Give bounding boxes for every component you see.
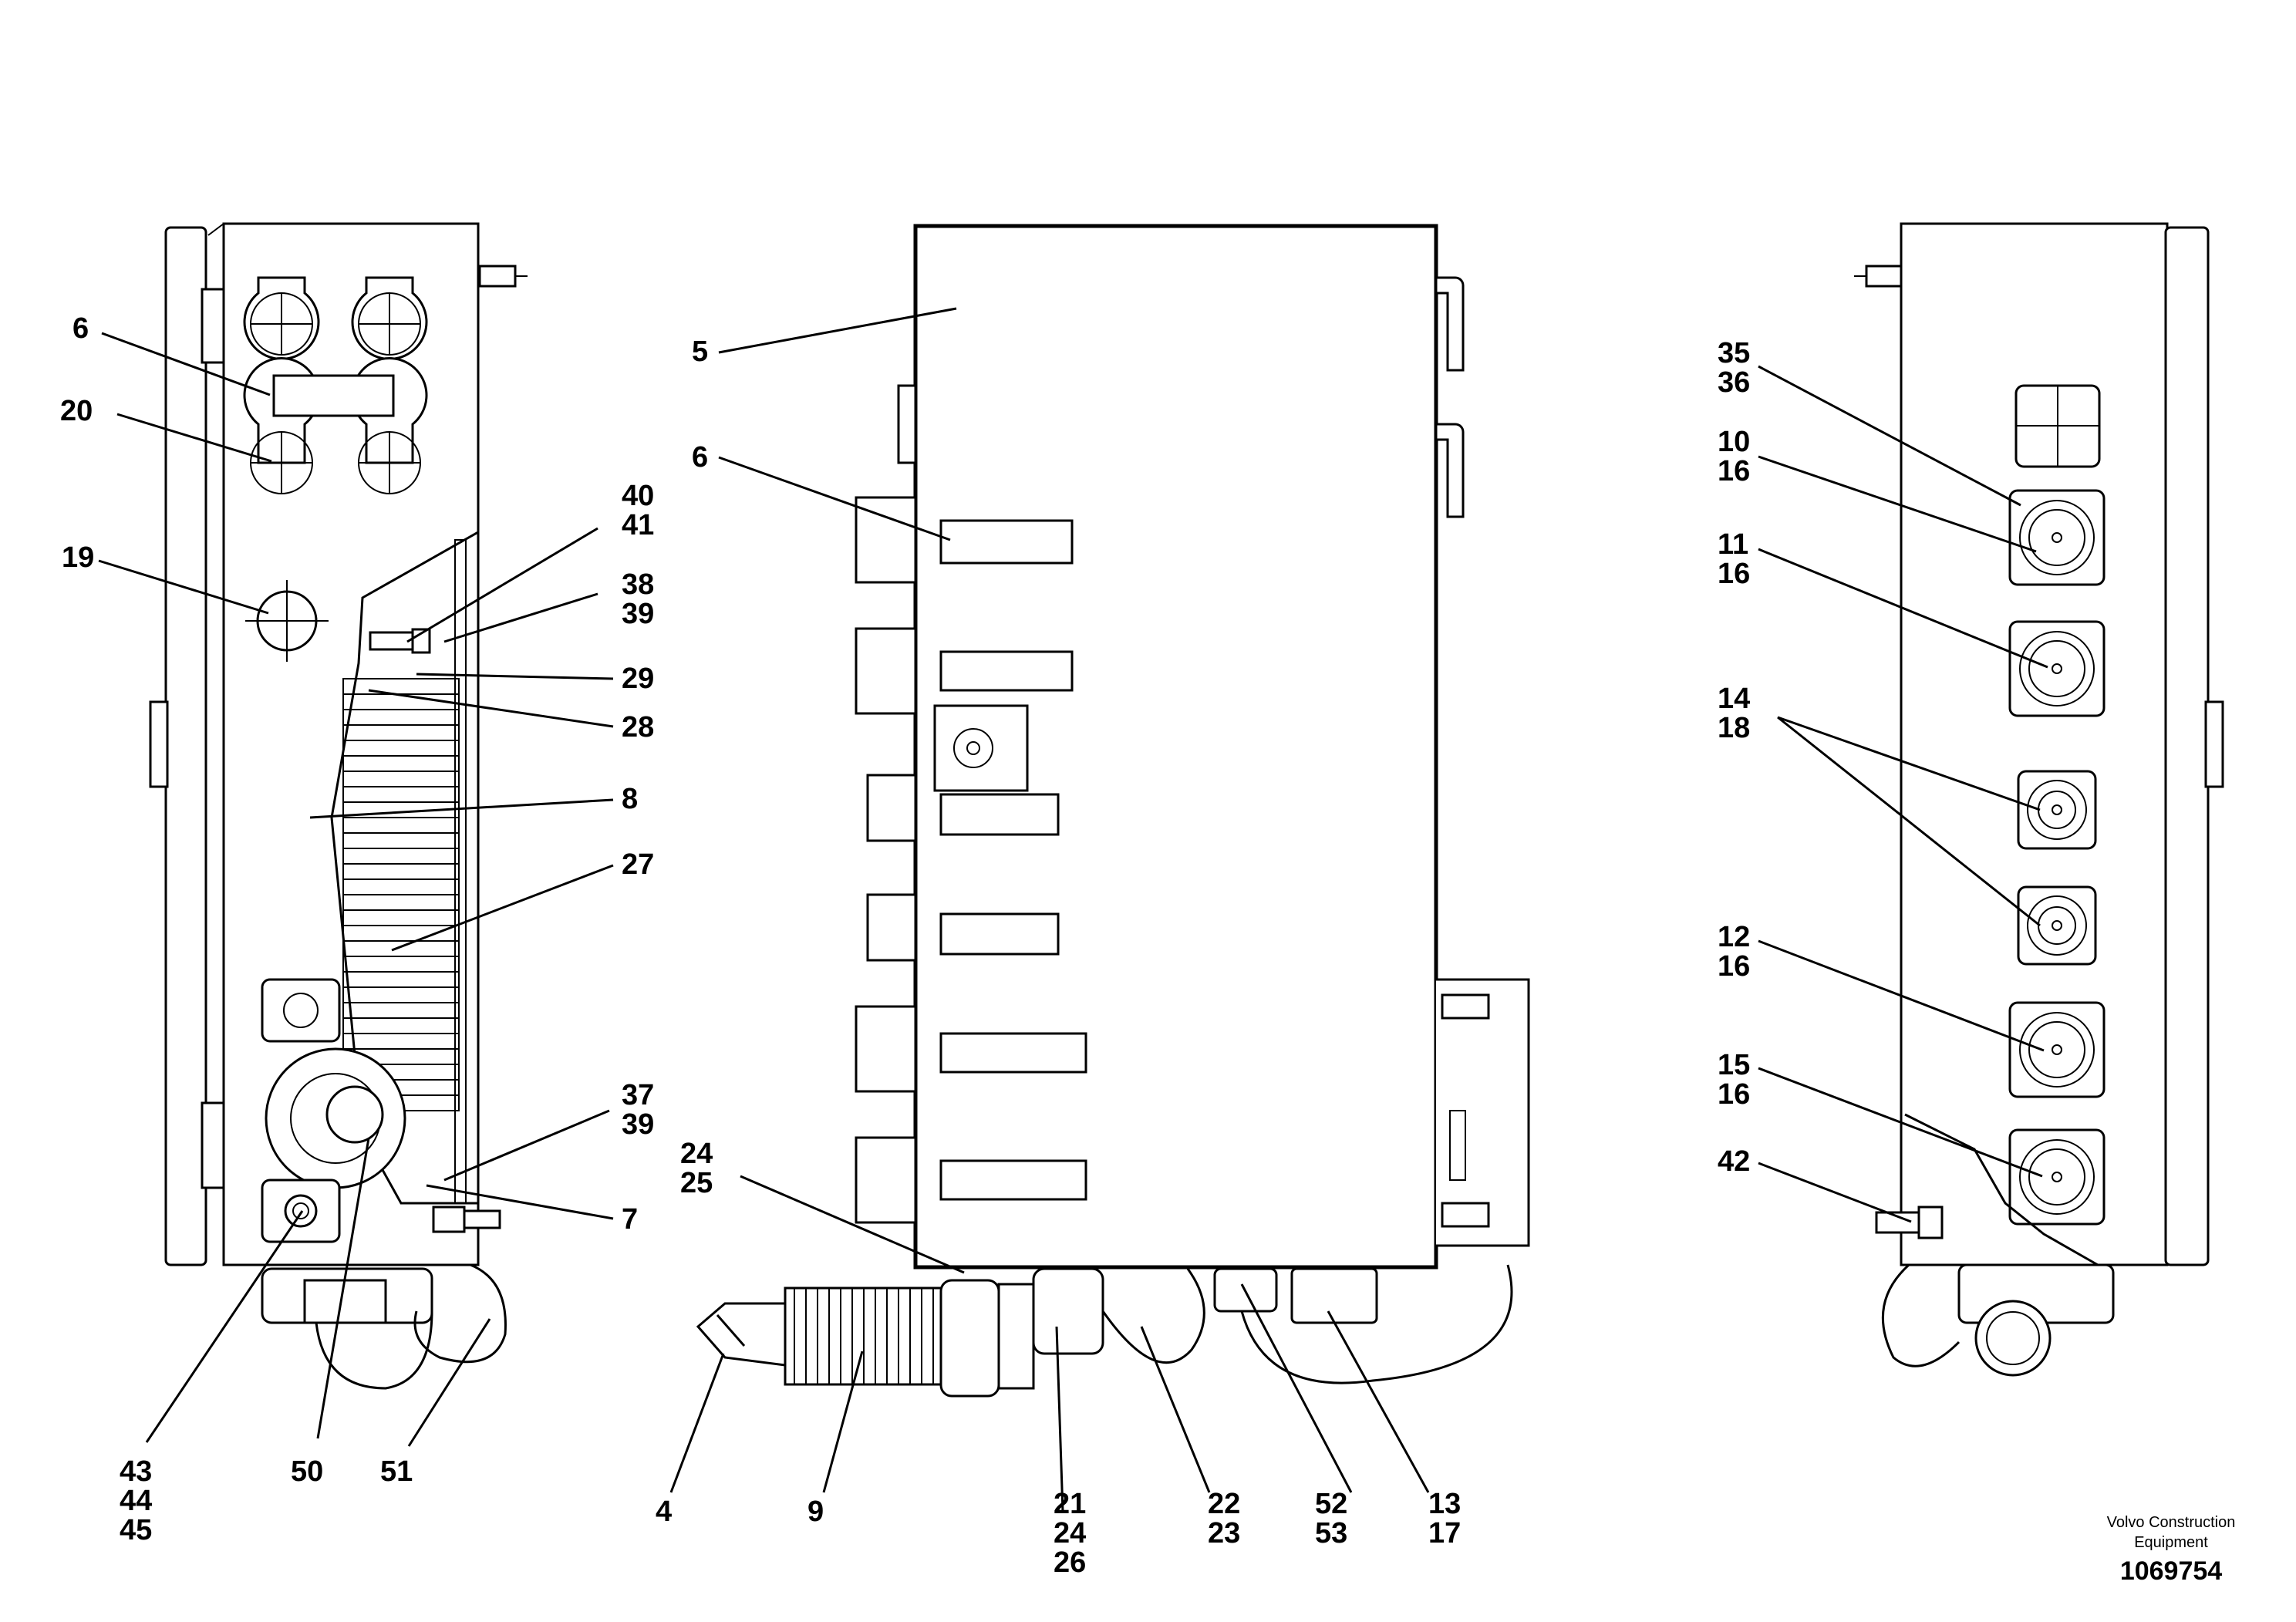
- callout-24: 24: [680, 1138, 713, 1170]
- leader-lines: [98, 307, 2048, 1512]
- callout-5: 5: [692, 336, 708, 368]
- connector-6: [2008, 1128, 2106, 1226]
- callout-40: 40: [622, 480, 654, 512]
- callout-6b: 6: [692, 441, 708, 474]
- callout-4: 4: [656, 1496, 672, 1528]
- callout-41: 41: [622, 509, 654, 541]
- callout-10: 10: [1718, 426, 1750, 458]
- callout-11: 11: [1718, 528, 1748, 561]
- callout-52: 52: [1315, 1488, 1347, 1520]
- callout-19: 19: [62, 541, 94, 574]
- left-side-view: [149, 222, 528, 1390]
- callout-28: 28: [622, 711, 654, 744]
- callout-6: 6: [72, 312, 89, 345]
- callout-44: 44: [120, 1485, 152, 1517]
- callout-37: 37: [622, 1079, 654, 1111]
- label-plate-2: [939, 650, 1074, 692]
- callout-36: 36: [1718, 366, 1750, 399]
- callout-8: 8: [622, 783, 638, 815]
- connector-5: [2008, 1001, 2106, 1098]
- callout-25: 25: [680, 1167, 713, 1199]
- document-number: 1069754: [2120, 1556, 2222, 1586]
- callout-24b: 24: [1054, 1517, 1086, 1549]
- callout-39b: 39: [622, 1108, 654, 1141]
- label-plate: [272, 374, 395, 417]
- callout-53: 53: [1315, 1517, 1347, 1549]
- callout-38: 38: [622, 568, 654, 601]
- credit-line-2: Equipment: [2134, 1534, 2208, 1551]
- callout-7: 7: [622, 1203, 638, 1236]
- credit-block: Volvo Construction Equipment 1069754: [2107, 1514, 2236, 1586]
- callout-27: 27: [622, 848, 654, 881]
- callout-16c: 16: [1718, 950, 1750, 983]
- callout-labels: 6 20 19 40 41 38 39 29 28 8 27 37 39 7 4…: [60, 312, 1750, 1579]
- credit-line-1: Volvo Construction: [2107, 1514, 2236, 1531]
- callout-22: 22: [1208, 1488, 1240, 1520]
- label-plate-1: [939, 519, 1074, 565]
- callout-9: 9: [807, 1496, 824, 1528]
- callout-23: 23: [1208, 1517, 1240, 1549]
- callout-39: 39: [622, 598, 654, 630]
- callout-17: 17: [1428, 1517, 1461, 1549]
- callout-35: 35: [1718, 337, 1750, 369]
- callout-21: 21: [1054, 1488, 1086, 1520]
- callout-29: 29: [622, 663, 654, 695]
- callout-16d: 16: [1718, 1078, 1750, 1111]
- right-side-view: [1854, 222, 2224, 1377]
- terminal-block: [342, 678, 460, 1111]
- callout-12: 12: [1718, 921, 1750, 953]
- connector-3: [2017, 770, 2097, 850]
- callout-15: 15: [1718, 1049, 1750, 1081]
- connector-1: [2008, 489, 2106, 586]
- callout-50: 50: [291, 1455, 323, 1488]
- connector-2: [2008, 620, 2106, 717]
- callout-26: 26: [1054, 1546, 1086, 1579]
- callout-20: 20: [60, 395, 93, 427]
- callout-16b: 16: [1718, 558, 1750, 590]
- callout-16a: 16: [1718, 455, 1750, 487]
- main-switch: [933, 704, 1029, 792]
- callout-13: 13: [1428, 1488, 1461, 1520]
- callout-51: 51: [380, 1455, 413, 1488]
- front-view: [696, 224, 1530, 1398]
- corrugated-hose: [696, 1279, 1035, 1398]
- callout-43: 43: [120, 1455, 152, 1488]
- callout-45: 45: [120, 1514, 152, 1546]
- callout-18: 18: [1718, 712, 1750, 744]
- callout-42: 42: [1718, 1145, 1750, 1178]
- connector-4: [2017, 885, 2097, 966]
- callout-14: 14: [1718, 683, 1750, 715]
